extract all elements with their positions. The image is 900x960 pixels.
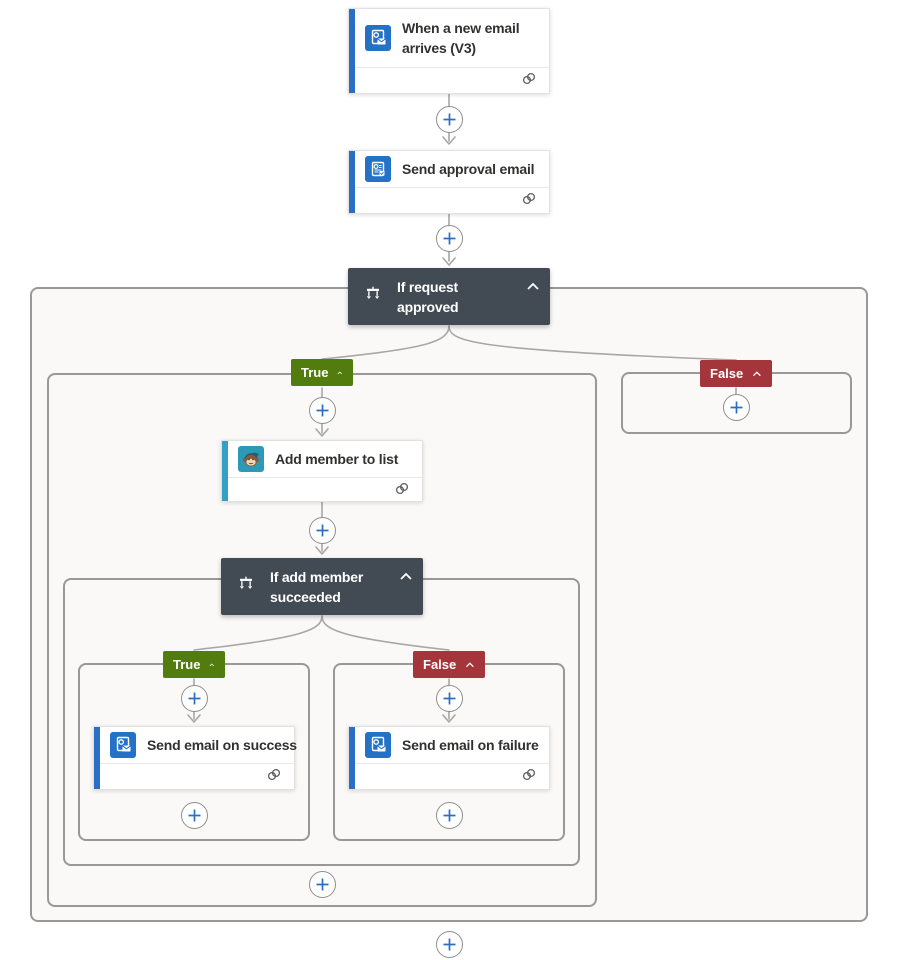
connection-link-icon[interactable]: [521, 768, 537, 786]
condition-card-if-request-approved[interactable]: If request approved: [348, 268, 550, 325]
card-title: Send email on failure: [402, 737, 539, 753]
collapse-chevron-icon[interactable]: [752, 370, 762, 378]
connection-link-icon[interactable]: [266, 768, 282, 786]
card-footer: [355, 187, 549, 213]
action-card-send-email-on-failure[interactable]: Send email on failure: [348, 726, 550, 790]
branch-badge-true[interactable]: True: [291, 359, 353, 386]
mailchimp-icon: [238, 446, 264, 472]
branch-badge-false[interactable]: False: [700, 360, 772, 387]
branch-badge-false-inner[interactable]: False: [413, 651, 485, 678]
card-footer: [355, 67, 549, 93]
add-action-button[interactable]: [180, 801, 208, 829]
outlook-icon: [365, 25, 391, 51]
connection-link-icon[interactable]: [394, 482, 410, 500]
plus-icon: [443, 809, 455, 821]
plus-icon: [188, 692, 200, 704]
card-accent-bar: [349, 9, 355, 93]
collapse-chevron-icon[interactable]: [209, 661, 215, 669]
card-accent-bar: [349, 727, 355, 789]
condition-icon: [362, 283, 384, 310]
insert-step-button[interactable]: [435, 224, 463, 252]
add-action-button[interactable]: [308, 870, 336, 898]
outlook-icon: [110, 732, 136, 758]
card-title: Send approval email: [402, 161, 535, 177]
action-card-send-email-on-success[interactable]: Send email on success: [93, 726, 297, 790]
plus-icon: [316, 878, 328, 890]
connection-link-icon[interactable]: [521, 192, 537, 210]
branch-badge-true-inner[interactable]: True: [163, 651, 225, 678]
collapse-chevron-icon[interactable]: [465, 661, 475, 669]
card-accent-bar: [349, 151, 355, 213]
outlook-icon: [365, 732, 391, 758]
card-title: When a new email arrives (V3): [402, 20, 520, 56]
action-card-add-member-to-list[interactable]: Add member to list: [221, 440, 423, 502]
insert-step-button[interactable]: [435, 105, 463, 133]
branch-label: True: [173, 657, 201, 672]
condition-title: If add member succeeded: [270, 568, 364, 605]
approvals-icon: [365, 156, 391, 182]
trigger-card-when-new-email-arrives[interactable]: When a new email arrives (V3): [348, 8, 550, 94]
action-card-send-approval-email[interactable]: Send approval email: [348, 150, 550, 214]
card-title: Send email on success: [147, 737, 297, 753]
collapse-chevron-icon[interactable]: [526, 278, 540, 296]
add-action-button[interactable]: [435, 930, 463, 958]
card-accent-bar: [94, 727, 100, 789]
plus-icon: [316, 404, 328, 416]
card-footer: [355, 763, 549, 789]
insert-step-button[interactable]: [180, 684, 208, 712]
plus-icon: [730, 401, 742, 413]
collapse-chevron-icon[interactable]: [337, 369, 343, 377]
insert-step-button[interactable]: [435, 684, 463, 712]
branch-label: False: [423, 657, 457, 672]
condition-card-if-add-member-succeeded[interactable]: If add member succeeded: [221, 558, 423, 615]
card-footer: [228, 477, 422, 503]
add-action-button-false-branch[interactable]: [722, 393, 750, 421]
plus-icon: [188, 809, 200, 821]
plus-icon: [316, 524, 328, 536]
plus-icon: [443, 232, 455, 244]
collapse-chevron-icon[interactable]: [399, 568, 413, 586]
card-footer: [100, 763, 294, 789]
plus-icon: [443, 938, 455, 950]
branch-label: False: [710, 366, 744, 381]
branch-label: True: [301, 365, 329, 380]
plus-icon: [443, 113, 455, 125]
insert-step-button[interactable]: [308, 516, 336, 544]
plus-icon: [443, 692, 455, 704]
condition-title: If request approved: [397, 278, 459, 315]
connection-link-icon[interactable]: [521, 72, 537, 90]
add-action-button[interactable]: [435, 801, 463, 829]
condition-icon: [235, 573, 257, 600]
insert-step-button[interactable]: [308, 396, 336, 424]
card-title: Add member to list: [275, 451, 399, 467]
card-accent-bar: [222, 441, 228, 501]
